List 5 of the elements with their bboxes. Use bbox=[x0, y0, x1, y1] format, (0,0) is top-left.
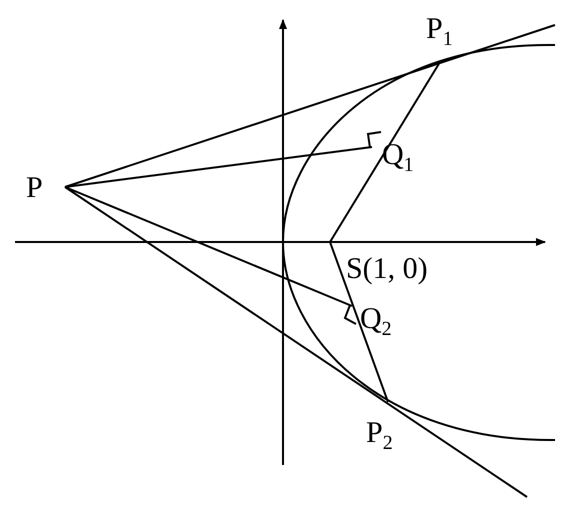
point-label: P$_{1}$ bbox=[426, 14, 453, 49]
point-label: S(1, 0) bbox=[346, 254, 428, 284]
point-label: P bbox=[26, 173, 43, 203]
point-label: P$_{2}$ bbox=[366, 418, 393, 453]
point-label: Q$_{2}$ bbox=[360, 304, 392, 339]
